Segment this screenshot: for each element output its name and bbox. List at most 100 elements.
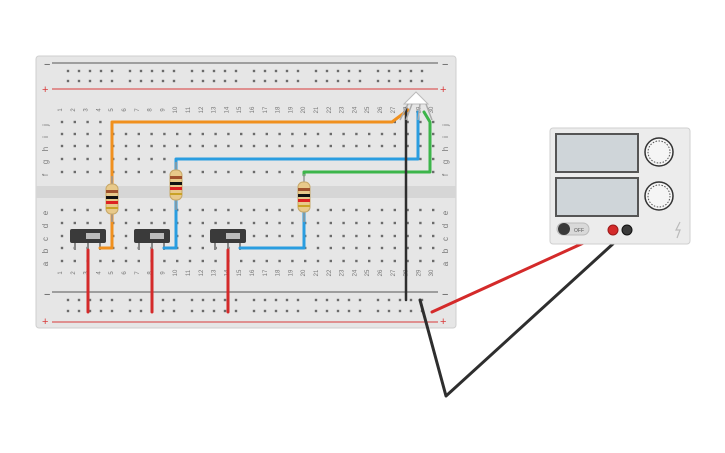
breadboard-hole[interactable]	[387, 298, 391, 302]
breadboard-hole[interactable]	[296, 79, 300, 83]
breadboard-hole[interactable]	[291, 221, 294, 225]
breadboard-hole[interactable]	[368, 208, 371, 212]
breadboard-hole[interactable]	[265, 234, 268, 238]
breadboard-hole[interactable]	[60, 144, 64, 148]
breadboard-hole[interactable]	[265, 170, 268, 174]
breadboard-hole[interactable]	[329, 132, 332, 136]
breadboard-hole[interactable]	[304, 259, 307, 263]
breadboard-hole[interactable]	[325, 79, 329, 83]
breadboard-hole[interactable]	[66, 309, 70, 313]
breadboard-hole[interactable]	[60, 132, 64, 136]
breadboard-hole[interactable]	[88, 69, 92, 73]
breadboard-hole[interactable]	[176, 132, 179, 136]
breadboard-hole[interactable]	[176, 259, 179, 263]
breadboard-hole[interactable]	[278, 221, 281, 225]
breadboard-hole[interactable]	[150, 170, 153, 174]
breadboard-hole[interactable]	[227, 132, 230, 136]
breadboard-hole[interactable]	[99, 221, 102, 225]
breadboard-hole[interactable]	[124, 144, 128, 148]
breadboard-hole[interactable]	[234, 69, 238, 73]
breadboard-hole[interactable]	[139, 79, 143, 83]
breadboard-hole[interactable]	[393, 221, 396, 225]
breadboard-hole[interactable]	[398, 69, 402, 73]
breadboard-hole[interactable]	[60, 157, 64, 161]
breadboard-hole[interactable]	[316, 234, 320, 238]
breadboard-hole[interactable]	[252, 170, 256, 174]
resistor-3[interactable]	[297, 174, 311, 222]
breadboard-hole[interactable]	[342, 259, 345, 263]
breadboard-hole[interactable]	[128, 298, 132, 302]
breadboard-hole[interactable]	[274, 309, 278, 313]
breadboard-hole[interactable]	[406, 120, 409, 124]
breadboard-hole[interactable]	[252, 298, 256, 302]
breadboard-hole[interactable]	[325, 309, 329, 313]
breadboard-hole[interactable]	[314, 309, 318, 313]
breadboard-hole[interactable]	[214, 259, 217, 263]
breadboard-hole[interactable]	[88, 79, 92, 83]
breadboard-hole[interactable]	[86, 120, 89, 124]
breadboard-hole[interactable]	[278, 170, 281, 174]
breadboard-hole[interactable]	[393, 246, 396, 250]
breadboard-hole[interactable]	[291, 208, 294, 212]
breadboard-hole[interactable]	[316, 246, 320, 250]
breadboard-hole[interactable]	[139, 69, 143, 73]
breadboard-hole[interactable]	[342, 132, 345, 136]
breadboard-hole[interactable]	[419, 221, 422, 225]
breadboard-hole[interactable]	[336, 298, 340, 302]
slide-switch-2-knob[interactable]	[150, 233, 164, 239]
breadboard-hole[interactable]	[316, 221, 320, 225]
breadboard-hole[interactable]	[406, 234, 409, 238]
breadboard-hole[interactable]	[355, 246, 358, 250]
breadboard-hole[interactable]	[201, 79, 205, 83]
breadboard-hole[interactable]	[291, 170, 294, 174]
breadboard-hole[interactable]	[214, 208, 217, 212]
breadboard-hole[interactable]	[380, 259, 384, 263]
breadboard-hole[interactable]	[124, 259, 128, 263]
breadboard-hole[interactable]	[278, 208, 281, 212]
breadboard-hole[interactable]	[214, 221, 217, 225]
breadboard-hole[interactable]	[86, 132, 89, 136]
breadboard-hole[interactable]	[99, 170, 102, 174]
breadboard-hole[interactable]	[393, 144, 396, 148]
breadboard-hole[interactable]	[99, 144, 102, 148]
breadboard-hole[interactable]	[66, 79, 70, 83]
breadboard-hole[interactable]	[124, 132, 128, 136]
breadboard-hole[interactable]	[358, 69, 362, 73]
breadboard-hole[interactable]	[190, 79, 194, 83]
breadboard-hole[interactable]	[252, 234, 256, 238]
breadboard-hole[interactable]	[150, 132, 153, 136]
breadboard-hole[interactable]	[99, 259, 102, 263]
breadboard-hole[interactable]	[99, 208, 102, 212]
slide-switch-3-knob[interactable]	[226, 233, 240, 239]
breadboard-hole[interactable]	[409, 79, 413, 83]
breadboard-hole[interactable]	[150, 144, 153, 148]
breadboard-hole[interactable]	[291, 132, 294, 136]
breadboard-hole[interactable]	[252, 259, 256, 263]
breadboard-hole[interactable]	[358, 298, 362, 302]
breadboard-hole[interactable]	[150, 221, 153, 225]
breadboard-hole[interactable]	[201, 144, 204, 148]
breadboard-hole[interactable]	[212, 79, 216, 83]
breadboard-hole[interactable]	[432, 170, 435, 174]
breadboard-hole[interactable]	[190, 298, 194, 302]
breadboard-hole[interactable]	[73, 144, 76, 148]
breadboard-hole[interactable]	[77, 298, 81, 302]
breadboard-hole[interactable]	[188, 259, 192, 263]
breadboard-hole[interactable]	[99, 298, 103, 302]
breadboard-hole[interactable]	[188, 208, 192, 212]
breadboard-hole[interactable]	[172, 309, 176, 313]
breadboard-hole[interactable]	[240, 259, 243, 263]
current-knob[interactable]	[644, 181, 674, 211]
breadboard-hole[interactable]	[201, 132, 204, 136]
breadboard-hole[interactable]	[380, 246, 384, 250]
breadboard-hole[interactable]	[73, 170, 76, 174]
breadboard-hole[interactable]	[314, 69, 318, 73]
breadboard-hole[interactable]	[227, 144, 230, 148]
breadboard-hole[interactable]	[77, 309, 81, 313]
breadboard-hole[interactable]	[252, 309, 256, 313]
breadboard-hole[interactable]	[419, 246, 422, 250]
breadboard-hole[interactable]	[355, 259, 358, 263]
breadboard-hole[interactable]	[88, 298, 92, 302]
breadboard-hole[interactable]	[252, 208, 256, 212]
breadboard-hole[interactable]	[161, 309, 165, 313]
